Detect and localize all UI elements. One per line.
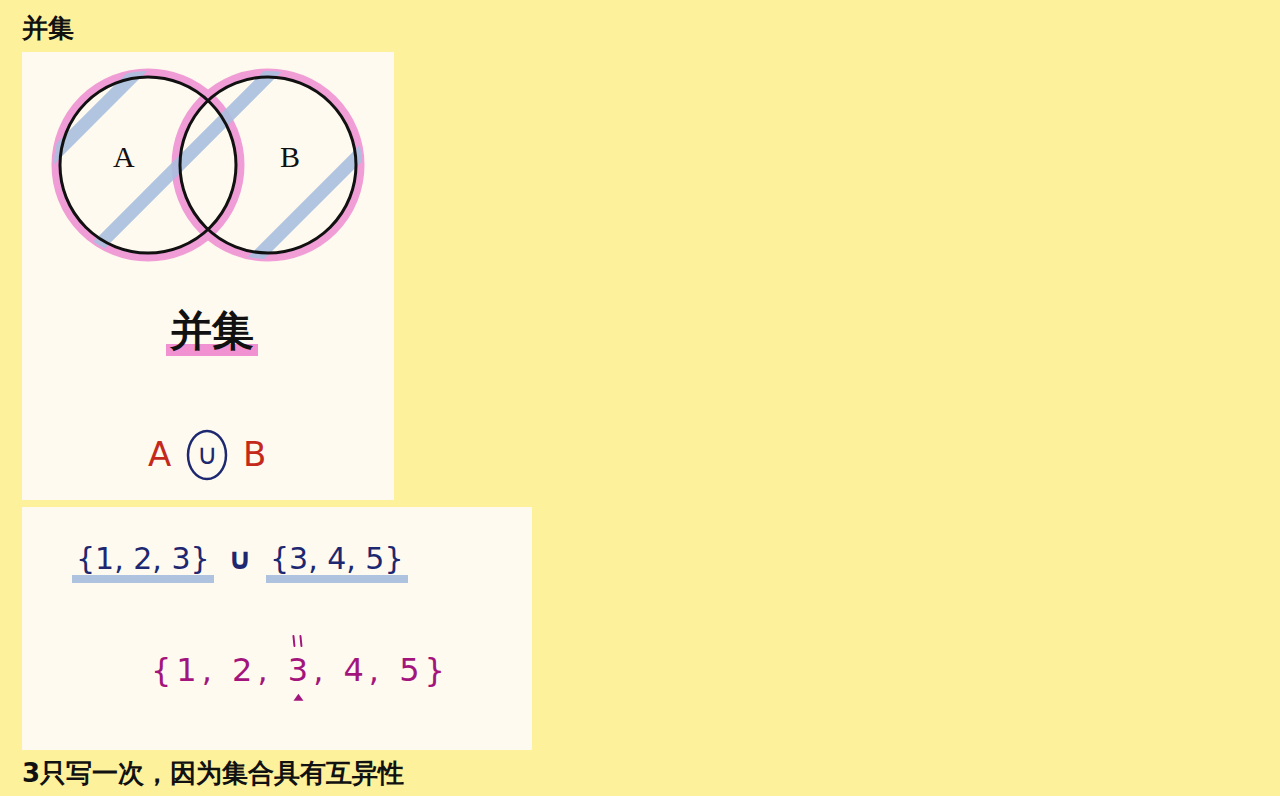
- union-symbol: ∪: [228, 542, 252, 585]
- set-name: B: [277, 140, 303, 175]
- venn-illustration: [22, 52, 394, 500]
- caption: 3只写一次，因为集合具有互异性: [22, 759, 404, 789]
- set-circle: B: [178, 75, 358, 255]
- halo-a: [56, 73, 240, 257]
- emphasis-triangle: [293, 694, 303, 701]
- set-literal: {3, 4, 5}: [266, 542, 408, 585]
- set-literal: {1, 2, 3}: [72, 542, 214, 585]
- circle-stroke: [60, 77, 236, 253]
- set-name: A: [110, 140, 138, 175]
- circle-outline: [178, 75, 358, 255]
- venn-panel: A B 并集 A ∪ B: [22, 52, 394, 500]
- union-circle: [188, 431, 226, 479]
- union-symbol: ∪: [197, 439, 218, 471]
- heading-label: 并集: [166, 307, 258, 361]
- example-panel: {1, 2, 3} ∪ {3, 4, 5} {1, 2, 3, 4, 5}: [22, 507, 532, 750]
- set-symbol: B: [243, 435, 266, 474]
- ditto-mark: [300, 636, 301, 646]
- union-result: {1, 2, 3, 4, 5}: [151, 652, 450, 689]
- page-title: 并集: [22, 14, 74, 44]
- halo-b: [176, 73, 360, 257]
- hatch-line: [22, 52, 394, 500]
- hatch: [22, 52, 394, 500]
- set-circle: A: [58, 75, 238, 255]
- circle-stroke: [180, 77, 356, 253]
- hatch-line: [22, 52, 394, 382]
- ditto-mark: [293, 636, 294, 646]
- hatch-line: [22, 52, 394, 500]
- circle-outline: [58, 75, 238, 255]
- set-symbol: A: [148, 435, 171, 474]
